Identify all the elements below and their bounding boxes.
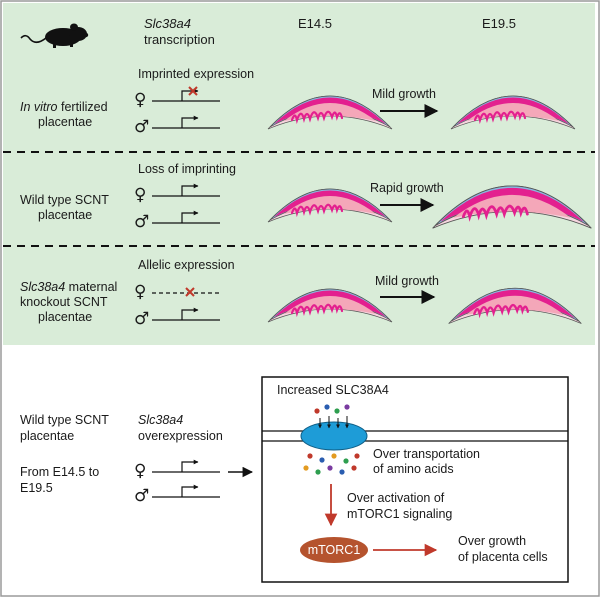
promoter-diagram	[152, 459, 220, 498]
growth-label: Rapid growth	[370, 181, 444, 195]
expression-label: Imprinted expression	[138, 67, 255, 81]
activation-label: Over activation of	[347, 491, 445, 505]
time-label-line2: E19.5	[20, 481, 53, 495]
row-label: In vitro fertilized	[20, 100, 108, 114]
time-label: From E14.5 to	[20, 465, 100, 479]
expression-label: Loss of imprinting	[138, 162, 236, 176]
gene-label: Slc38a4	[138, 413, 184, 427]
gene-label-suffix: overexpression	[138, 429, 223, 443]
silenced-mark	[188, 86, 198, 96]
stage-label-e14-5: E14.5	[298, 16, 332, 31]
female-symbol: ♀	[134, 461, 147, 481]
amino-acid-dots	[303, 453, 360, 475]
growth-label: Mild growth	[375, 274, 439, 288]
box-title: Increased SLC38A4	[277, 383, 389, 397]
row-label: Slc38a4 maternal	[20, 280, 118, 294]
row-label-line2: knockout SCNT	[20, 295, 108, 309]
mtorc1-node	[300, 537, 368, 563]
mtorc1-label: mTORC1	[307, 543, 361, 557]
row-label: Wild type SCNT	[20, 193, 109, 207]
transport-label-line2: of amino acids	[373, 462, 454, 476]
row-label-line3: placentae	[38, 310, 93, 324]
promoter-diagram	[152, 183, 220, 224]
transport-label: Over transportation	[373, 447, 480, 461]
slc38a4-transporter	[300, 421, 368, 451]
row-label-line2: placentae	[38, 208, 93, 222]
gene-header: Slc38a4	[144, 16, 191, 31]
expression-label: Allelic expression	[138, 258, 235, 272]
amino-acid-dots	[314, 404, 350, 414]
condition-label-line2: placentae	[20, 429, 75, 443]
female-symbol: ♀	[134, 90, 147, 110]
uptake-arrows	[318, 416, 349, 429]
growth-outcome-label: Over growth	[458, 534, 527, 548]
male-symbol: ♂	[134, 309, 150, 329]
promoter-diagram	[152, 292, 220, 321]
male-symbol: ♂	[134, 486, 150, 506]
condition-label: Wild type SCNT	[20, 413, 109, 427]
growth-outcome-label-line2: of placenta cells	[458, 550, 548, 564]
top-panel	[3, 3, 595, 345]
mouse-icon	[20, 23, 89, 48]
female-symbol: ♀	[134, 282, 147, 302]
gene-header-suffix: transcription	[144, 32, 215, 47]
growth-label: Mild growth	[372, 87, 436, 101]
male-symbol: ♂	[134, 212, 150, 232]
deleted-mark	[185, 287, 195, 297]
male-symbol: ♂	[134, 117, 150, 137]
female-symbol: ♀	[134, 185, 147, 205]
stage-label-e19-5: E19.5	[482, 16, 516, 31]
row-label-line2: placentae	[38, 115, 93, 129]
activation-label-line2: mTORC1 signaling	[347, 507, 453, 521]
